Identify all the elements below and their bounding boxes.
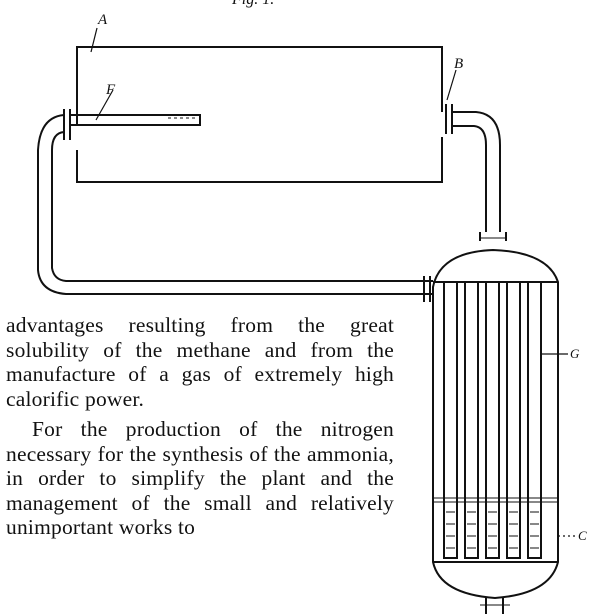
tube-bundle xyxy=(443,281,542,559)
label-leaders xyxy=(90,27,575,537)
figure-caption: Fig. 1. xyxy=(231,0,274,8)
label-a: A xyxy=(97,12,108,28)
label-g: G xyxy=(570,346,580,361)
label-c: C xyxy=(578,528,587,543)
vessel-a xyxy=(76,46,443,183)
paragraph-1: advantages resulting from the great solu… xyxy=(6,313,394,411)
paragraph-2: For the production of the nitrogen neces… xyxy=(6,417,394,539)
body-text: advantages resulting from the great solu… xyxy=(6,313,394,540)
inlet-tube-f xyxy=(37,109,422,295)
liquid-level-g xyxy=(433,497,558,549)
label-b: B xyxy=(454,56,463,72)
label-f: F xyxy=(105,82,116,98)
outlet-tube-b xyxy=(445,104,507,241)
vessel-c xyxy=(422,248,559,614)
